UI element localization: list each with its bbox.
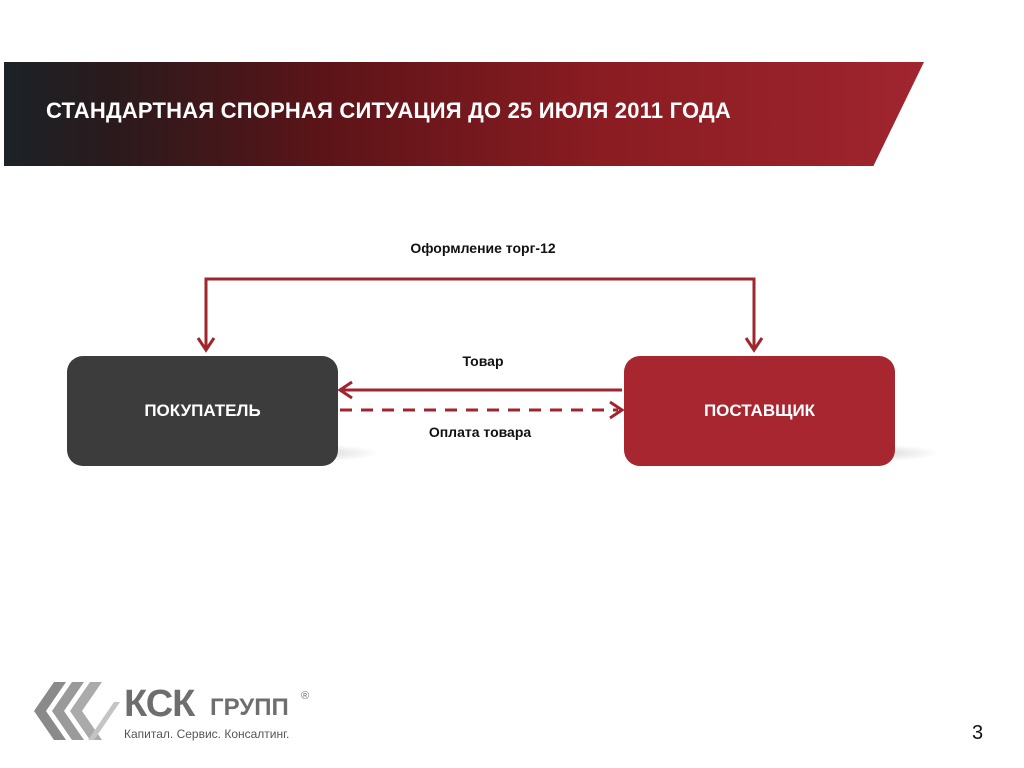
registered-mark: ®: [301, 690, 310, 702]
supplier-label: ПОСТАВЩИК: [703, 401, 816, 420]
supplier-box: ПОСТАВЩИК: [624, 356, 895, 466]
top-flow-label: Оформление торг-12: [410, 240, 556, 256]
payment-label: Оплата товара: [428, 424, 532, 440]
ksk-logo-icon: [34, 682, 120, 740]
buyer-label: ПОКУПАТЕЛЬ: [144, 401, 261, 420]
logo-slogan: Капитал. Сервис. Консалтинг.: [124, 727, 290, 741]
page-number: 3: [972, 722, 984, 744]
payment-arrow-head: [609, 400, 625, 420]
goods-label: Товар: [462, 353, 504, 369]
slide-title: СТАНДАРТНАЯ СПОРНАЯ СИТУАЦИЯ ДО 25 ИЮЛЯ …: [46, 98, 732, 123]
top-flow-arrow-right: [744, 337, 764, 353]
logo-brand: КСК: [124, 683, 195, 725]
title-banner: [4, 62, 924, 166]
goods-arrow-head: [337, 380, 353, 400]
top-flow-arrow-left: [196, 337, 216, 353]
logo-group: ГРУПП: [210, 694, 289, 721]
top-flow-line: [204, 277, 756, 348]
buyer-box: ПОКУПАТЕЛЬ: [67, 356, 338, 466]
